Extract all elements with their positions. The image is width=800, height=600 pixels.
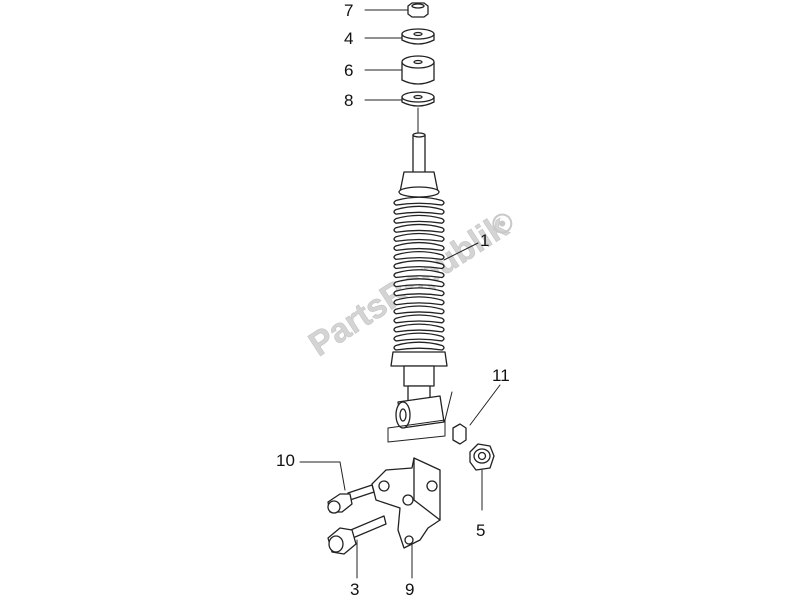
part-5-flange-nut bbox=[469, 443, 495, 471]
callout-7: 7 bbox=[344, 1, 354, 20]
spring-coil bbox=[393, 205, 445, 215]
watermark-gear-icon bbox=[492, 213, 513, 234]
callout-9: 9 bbox=[405, 580, 415, 599]
spring-coil bbox=[393, 269, 445, 279]
part-7-nut bbox=[407, 2, 429, 18]
spring-coil bbox=[393, 241, 445, 252]
spring-coil bbox=[393, 260, 445, 270]
callout-10: 10 bbox=[276, 451, 295, 470]
callout-5: 5 bbox=[476, 521, 486, 540]
part-9-bracket bbox=[371, 457, 441, 549]
callout-3: 3 bbox=[350, 580, 360, 599]
part-8-washer bbox=[401, 91, 435, 107]
part-1-shock-absorber bbox=[390, 132, 448, 429]
spring-coil bbox=[393, 314, 445, 324]
spring-coil bbox=[393, 341, 445, 351]
spring-coil bbox=[393, 250, 445, 261]
spring-coil bbox=[393, 287, 445, 297]
assembly-guide-lines bbox=[387, 391, 453, 443]
callout-4: 4 bbox=[344, 29, 354, 48]
spring-coil bbox=[393, 332, 445, 342]
part-4-washer bbox=[401, 28, 435, 45]
part-3-bolt bbox=[327, 515, 387, 555]
spring-coil bbox=[393, 232, 445, 242]
spring-coil bbox=[393, 305, 445, 315]
callout-1: 1 bbox=[480, 231, 490, 250]
callout-11: 11 bbox=[492, 366, 510, 385]
spring-coil bbox=[393, 323, 445, 333]
spring-coil bbox=[393, 296, 445, 306]
spring-coil bbox=[393, 278, 445, 288]
leader-lines bbox=[299, 9, 501, 579]
part-6-rubber-bush bbox=[401, 55, 435, 85]
spring-coil bbox=[393, 214, 445, 224]
spring-coils bbox=[393, 196, 445, 351]
part-10-bolt bbox=[327, 484, 375, 514]
callout-8: 8 bbox=[344, 91, 354, 110]
spring-coil bbox=[393, 196, 445, 206]
part-11-nut bbox=[452, 423, 467, 445]
spring-coil bbox=[393, 223, 445, 233]
callout-6: 6 bbox=[344, 61, 354, 80]
